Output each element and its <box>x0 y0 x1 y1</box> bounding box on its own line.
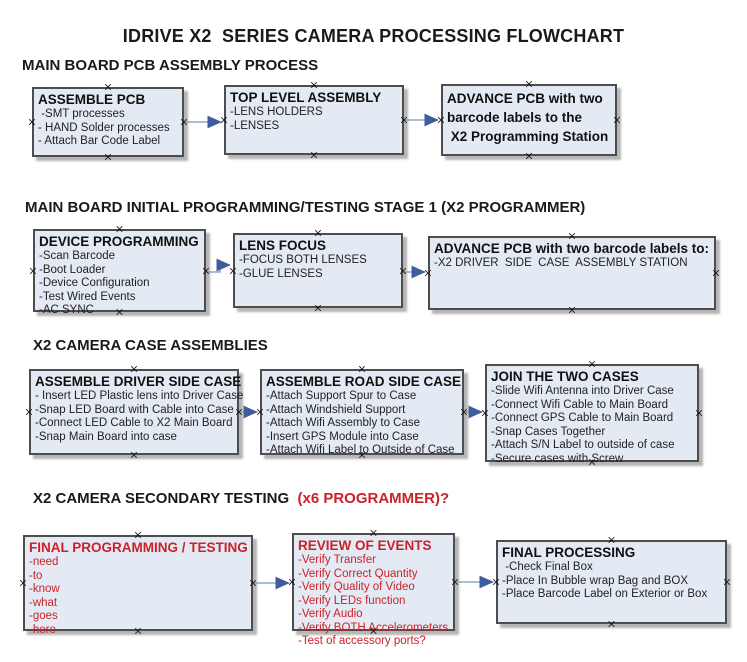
box-title: LENS FOCUS <box>239 238 327 253</box>
section-heading-text: X2 CAMERA CASE ASSEMBLIES <box>33 337 268 354</box>
box-item: -Attach Wifi Assembly to Case <box>266 417 421 429</box>
box-item: -Snap LED Board with Cable into Case <box>35 403 234 416</box>
box-item: -Verify Audio <box>298 608 363 620</box>
box-item: - HAND Solder processes <box>38 121 170 134</box>
box-item: -Snap Cases Together <box>491 425 606 438</box>
box-title: FINAL PROGRAMMING / TESTING <box>29 540 248 555</box>
box-item: -need <box>29 556 59 568</box>
section-heading-text: X2 CAMERA SECONDARY TESTING <box>33 490 298 507</box>
flow-box-assemble-driver-side-case: ASSEMBLE DRIVER SIDE CASE- Insert LED Pl… <box>29 369 244 455</box>
page-title: IDRIVE X2 SERIES CAMERA PROCESSING FLOWC… <box>122 26 625 46</box>
box-item: -Connect LED Cable to X2 Main Board <box>35 417 233 429</box>
box-item: -Snap Main Board into case <box>35 430 177 443</box>
box-title: ASSEMBLE PCB <box>38 92 146 107</box>
section-heading-text: MAIN BOARD INITIAL PROGRAMMING/TESTING S… <box>25 199 586 216</box>
flow-box-device-programming: DEVICE PROGRAMMING-Scan Barcode-Boot Loa… <box>33 229 206 316</box>
box-item: -Verify Quality of Video <box>298 581 415 593</box>
box-item: -Insert GPS Module into Case <box>266 430 419 443</box>
box-item: -Test Wired Events <box>39 290 136 303</box>
flow-box-join-the-two-cases: JOIN THE TWO CASES-Slide Wifi Antenna in… <box>485 364 699 465</box>
flow-box-review-of-events: REVIEW OF EVENTS-Verify Transfer-Verify … <box>292 533 455 647</box>
box-item: -LENS HOLDERS <box>230 106 323 118</box>
flow-box-final-processing: FINAL PROCESSING -Check Final Box-Place … <box>496 540 727 624</box>
section-heading-text: MAIN BOARD PCB ASSEMBLY PROCESS <box>22 57 319 74</box>
box-item: -Check Final Box <box>502 561 593 573</box>
box-item: -Device Configuration <box>39 277 150 289</box>
box-item: -Slide Wifi Antenna into Driver Case <box>491 385 674 397</box>
box-item: -know <box>29 583 60 595</box>
box-item: -Verify LEDs function <box>298 594 406 607</box>
box-item: -to <box>29 569 43 582</box>
box-item: - Insert LED Plastic lens into Driver Ca… <box>35 390 244 402</box>
flow-box-final-programming-testing: FINAL PROGRAMMING / TESTING-need-to-know… <box>23 535 253 636</box>
section-heading-red-text: (x6 PROGRAMMER)? <box>297 490 450 507</box>
box-item: -Scan Barcode <box>39 250 116 262</box>
flow-box-advance-pcb-to-programming-station: ADVANCE PCB with two barcode labels to th… <box>441 84 617 156</box>
box-item: -X2 DRIVER SIDE CASE ASSEMBLY STATION <box>434 257 688 269</box>
section-heading-case-assemblies: X2 CAMERA CASE ASSEMBLIES <box>33 337 268 354</box>
box-item: -Boot Loader <box>39 263 106 276</box>
box-item: -Verify Correct Quantity <box>298 567 418 580</box>
box-item: -Verify Transfer <box>298 554 376 566</box>
box-title: ASSEMBLE DRIVER SIDE CASE <box>35 374 242 389</box>
box-item: -FOCUS BOTH LENSES <box>239 254 367 266</box>
box-item: -LENSES <box>230 119 280 132</box>
box-item: -goes <box>29 610 58 622</box>
box-title: FINAL PROCESSING <box>502 545 636 560</box>
box-item: -Connect GPS Cable to Main Board <box>491 412 674 424</box>
box-item: -GLUE LENSES <box>239 267 323 280</box>
box-item: -Test of accessory ports? <box>298 635 426 647</box>
box-item: -Verify BOTH Accelerometers <box>298 621 449 634</box>
box-title: ASSEMBLE ROAD SIDE CASE <box>266 374 462 389</box>
box-title: ADVANCE PCB with two <box>447 91 603 106</box>
box-title: ADVANCE PCB with two barcode labels to: <box>434 241 710 256</box>
flow-box-assemble-pcb: ASSEMBLE PCB -SMT processes- HAND Solder… <box>32 87 184 157</box>
box-title: REVIEW OF EVENTS <box>298 538 432 553</box>
box-item: -SMT processes <box>38 108 125 120</box>
box-item: -Secure cases with Screw <box>491 452 624 465</box>
box-item: -Attach Support Spur to Case <box>266 390 417 402</box>
section-heading-initial-programming: MAIN BOARD INITIAL PROGRAMMING/TESTING S… <box>25 199 585 216</box>
section-heading-secondary-testing: X2 CAMERA SECONDARY TESTING (x6 PROGRAMM… <box>33 490 449 507</box>
box-item: -Attach Windshield Support <box>266 403 406 416</box>
box-title: X2 Programming Station <box>447 129 609 144</box>
box-item: -Place In Bubble wrap Bag and BOX <box>502 574 689 587</box>
box-title: JOIN THE TWO CASES <box>491 369 639 384</box>
flow-box-advance-pcb-to-driver-side-station: ADVANCE PCB with two barcode labels to:-… <box>428 236 716 310</box>
box-item: -Connect Wifi Cable to Main Board <box>491 398 669 411</box>
flow-box-lens-focus: LENS FOCUS-FOCUS BOTH LENSES-GLUE LENSES <box>233 233 403 308</box>
box-item: -Attach Wifi Label to Outside of Case <box>266 444 455 456</box>
box-item: - Attach Bar Code Label <box>38 135 161 147</box>
box-item: -AC SYNC <box>39 304 94 316</box>
flow-box-assemble-road-side-case: ASSEMBLE ROAD SIDE CASE-Attach Support S… <box>260 369 464 456</box>
section-heading-pcb-assembly: MAIN BOARD PCB ASSEMBLY PROCESS <box>22 57 318 74</box>
box-item: -what <box>29 596 58 609</box>
box-title: barcode labels to the <box>447 110 583 125</box>
box-item: -Attach S/N Label to outside of case <box>491 439 675 451</box>
box-item: -Place Barcode Label on Exterior or Box <box>502 588 708 600</box>
flow-box-top-level-assembly: TOP LEVEL ASSEMBLY-LENS HOLDERS-LENSES <box>224 85 404 155</box>
box-item: -here <box>29 623 56 636</box>
box-title: TOP LEVEL ASSEMBLY <box>230 90 382 105</box>
box-title: DEVICE PROGRAMMING <box>39 234 199 249</box>
arrow-deviceprog-to-lensfocus <box>206 258 231 273</box>
